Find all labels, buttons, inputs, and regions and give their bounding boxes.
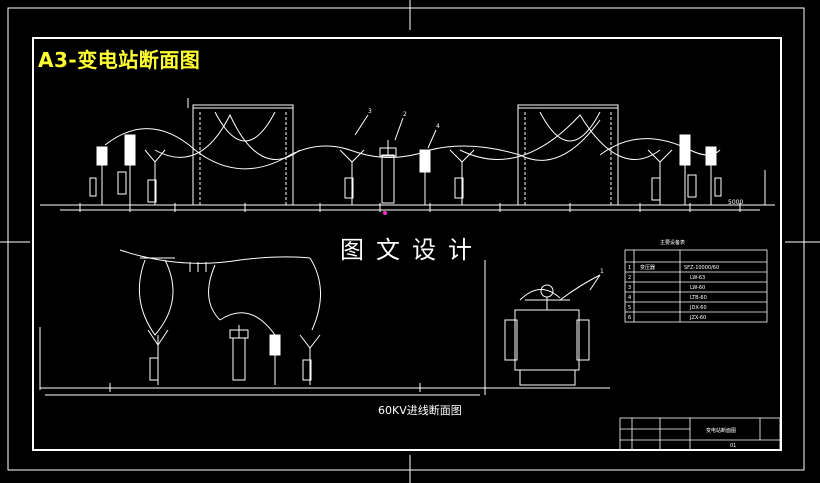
drawing-title: A3-变电站断面图 [38, 48, 201, 72]
svg-text:JDX-60: JDX-60 [689, 305, 707, 311]
svg-text:2: 2 [628, 275, 631, 281]
svg-text:3: 3 [628, 285, 631, 291]
callout-1: 1 [600, 268, 604, 275]
callout-labels: 3 2 4 1 5000 [368, 108, 743, 275]
svg-text:LTB-60: LTB-60 [690, 295, 707, 301]
ground-ticks [79, 203, 741, 212]
right-ct-2 [705, 146, 717, 166]
transformer-section [484, 260, 610, 395]
svg-text:6: 6 [628, 315, 631, 321]
sheet-border [7, 7, 805, 471]
svg-text:4: 4 [628, 295, 631, 301]
callout-3: 3 [368, 108, 372, 115]
bl-breaker [232, 337, 246, 381]
scale-mark: 5000 [728, 199, 743, 206]
equipment-table-text: 主要设备表 1 变压器 SFZ-10000/60 2 LW-63 3 LW-60… [628, 239, 719, 321]
bottom-left-section [39, 249, 490, 396]
svg-text:变压器: 变压器 [640, 264, 655, 271]
left-gantry [192, 104, 294, 206]
svg-text:LW-63: LW-63 [690, 275, 705, 281]
table-title: 主要设备表 [660, 239, 685, 246]
title-block-name: 变电站断面图 [706, 427, 736, 434]
left-ct-2 [124, 134, 136, 166]
right-ct-1 [679, 134, 691, 166]
callout-4: 4 [436, 123, 440, 130]
title-block-text: 变电站断面图 01 [706, 427, 736, 449]
title-block [619, 417, 781, 451]
equipment-table [624, 249, 768, 323]
transformer-body [514, 309, 580, 371]
center-ct [419, 149, 431, 173]
right-gantry [517, 104, 619, 206]
center-breaker [381, 154, 395, 204]
svg-text:1: 1 [628, 265, 631, 271]
origin-marker [383, 211, 387, 215]
top-section [40, 98, 775, 291]
svg-text:JZX-60: JZX-60 [689, 315, 706, 321]
left-ct-1 [96, 146, 108, 166]
frame-border [32, 37, 782, 451]
watermark: 图文设计 [340, 236, 484, 264]
svg-text:LW-60: LW-60 [690, 285, 705, 291]
callout-2: 2 [403, 111, 407, 118]
section-caption: 60KV进线断面图 [378, 404, 462, 417]
svg-text:5: 5 [628, 305, 631, 311]
svg-text:SFZ-10000/60: SFZ-10000/60 [684, 265, 719, 271]
title-block-sheet: 01 [730, 443, 736, 449]
